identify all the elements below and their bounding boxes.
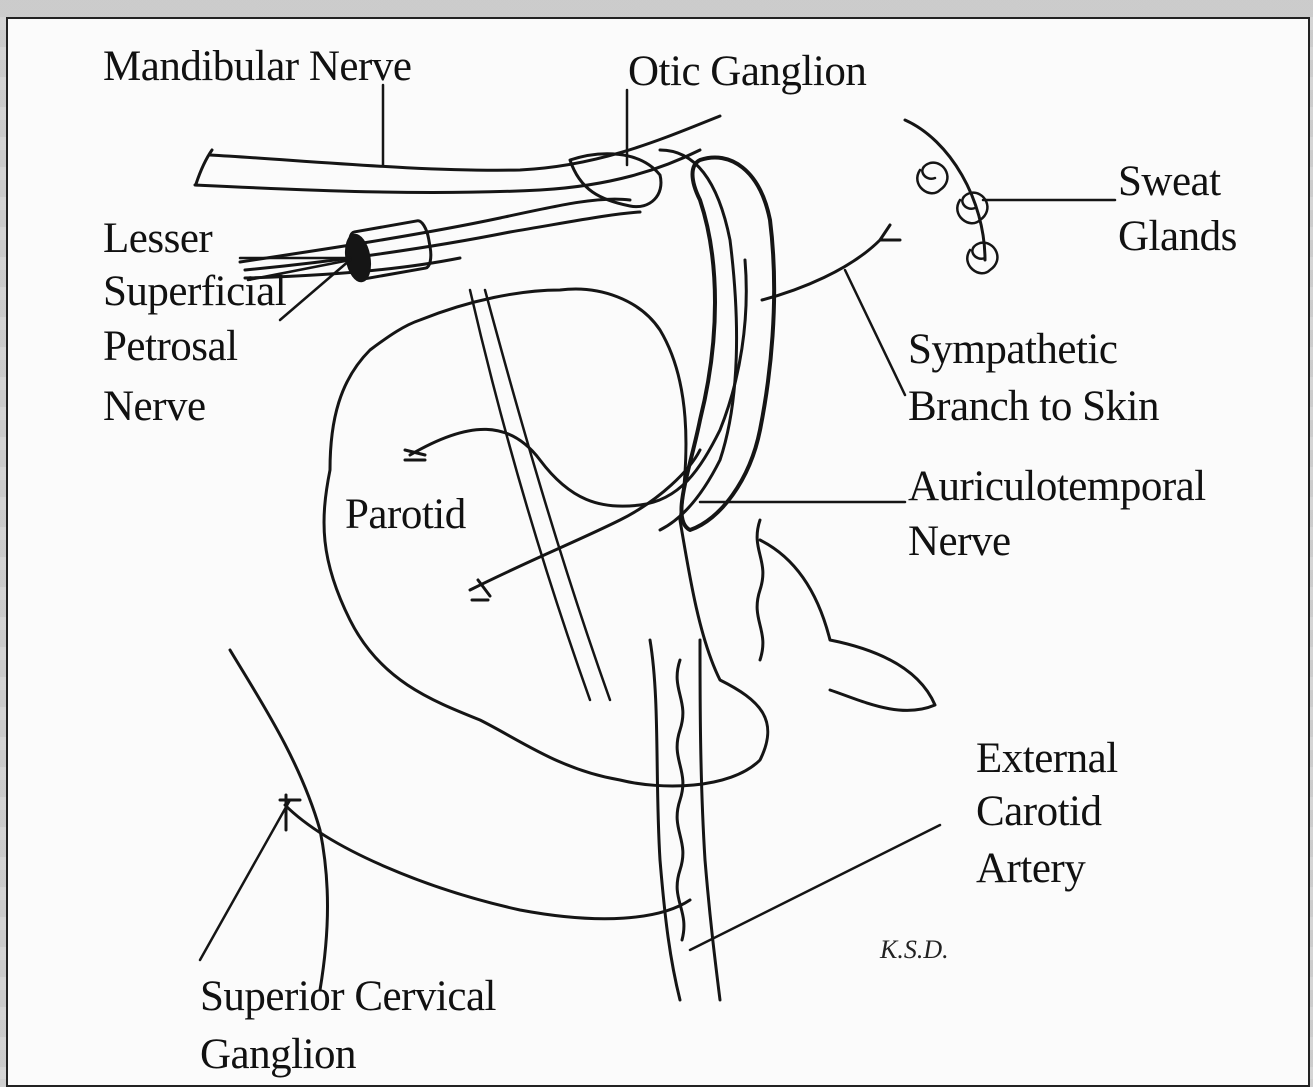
label-petrosal: Petrosal (103, 325, 238, 368)
label-auriculotemporal: Auriculotemporal (908, 465, 1206, 508)
label-branch-to-skin: Branch to Skin (908, 385, 1159, 428)
artist-signature: K.S.D. (880, 935, 949, 965)
label-artery: Artery (976, 847, 1085, 890)
auricle-drawing (681, 158, 774, 531)
label-mandibular-nerve: Mandibular Nerve (103, 45, 411, 88)
sympathetic-branch-drawing (762, 225, 900, 300)
label-external: External (976, 737, 1118, 780)
label-carotid: Carotid (976, 790, 1101, 833)
label-lesser: Lesser (103, 217, 212, 260)
label-sweat: Sweat (1118, 160, 1221, 203)
label-parotid: Parotid (345, 493, 466, 536)
label-otic-ganglion: Otic Ganglion (628, 50, 866, 93)
label-nerve-auriculotemporal: Nerve (908, 520, 1011, 563)
external-carotid-artery-drawing (650, 520, 763, 1000)
label-glands: Glands (1118, 215, 1237, 258)
label-superficial: Superficial (103, 270, 286, 313)
label-nerve-lesser: Nerve (103, 385, 206, 428)
auriculotemporal-nerve-drawing (410, 260, 746, 506)
label-sympathetic: Sympathetic (908, 328, 1117, 371)
label-superior-cervical: Superior Cervical (200, 975, 496, 1018)
label-ganglion: Ganglion (200, 1033, 356, 1076)
